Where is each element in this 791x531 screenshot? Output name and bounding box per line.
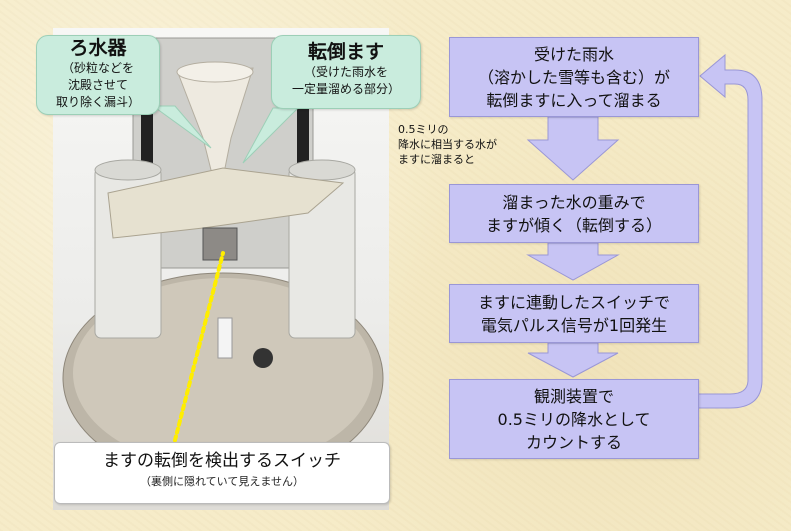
bucket-callout-line: 一定量溜める部分） xyxy=(291,82,400,96)
switch-caption-sub: （裏側に隠れていて見えません） xyxy=(139,475,304,488)
down-arrow-2 xyxy=(526,242,620,281)
bucket-callout-line: （受けた雨水を xyxy=(303,65,388,79)
flow-note: 0.5ミリの 降水に相当する水が ますに溜まると xyxy=(398,122,497,167)
flow-step-4: 観測装置で 0.5ミリの降水として カウントする xyxy=(449,379,699,459)
flow-note-line: 降水に相当する水が xyxy=(398,138,497,151)
flow-step-3-line: ますに連動したスイッチで xyxy=(477,292,670,312)
flow-step-3: ますに連動したスイッチで 電気パルス信号が1回発生 xyxy=(449,284,699,343)
bucket-callout-title: 転倒ます xyxy=(307,41,384,63)
flow-step-4-line: カウントする xyxy=(525,432,622,452)
filter-callout-line: （砂粒などを xyxy=(61,61,134,75)
flow-step-2-line: ますが傾く（転倒する） xyxy=(485,215,662,235)
filter-callout: ろ水器 （砂粒などを 沈殿させて 取り除く漏斗） xyxy=(36,35,160,115)
flow-step-2: 溜まった水の重みで ますが傾く（転倒する） xyxy=(449,184,699,243)
flow-note-line: ますに溜まると xyxy=(398,153,475,166)
level-dial xyxy=(253,348,273,368)
flow-step-1-line: 転倒ますに入って溜まる xyxy=(486,90,662,110)
switch-box xyxy=(202,227,238,261)
flow-note-line: 0.5ミリの xyxy=(398,123,449,136)
down-arrow-3 xyxy=(527,342,619,378)
tipping-bucket xyxy=(107,167,345,239)
flow-step-1-line: （溶かした雪等も含む）が xyxy=(477,67,670,87)
flow-step-1-line: 受けた雨水 xyxy=(533,44,614,64)
flow-step-2-line: 溜まった水の重みで xyxy=(502,192,646,212)
flow-step-4-line: 0.5ミリの降水として xyxy=(497,409,651,429)
flow-step-1: 受けた雨水 （溶かした雪等も含む）が 転倒ますに入って溜まる xyxy=(449,37,699,117)
bucket-callout: 転倒ます （受けた雨水を 一定量溜める部分） xyxy=(271,35,421,109)
filter-callout-line: 沈殿させて xyxy=(67,78,128,92)
filter-callout-title: ろ水器 xyxy=(69,37,127,59)
switch-caption: ますの転倒を検出するスイッチ （裏側に隠れていて見えません） xyxy=(54,442,390,504)
left-cylinder-top xyxy=(94,159,162,181)
switch-caption-main: ますの転倒を検出するスイッチ xyxy=(103,451,341,471)
switch-pointer-dots xyxy=(171,251,225,450)
filter-callout-tail xyxy=(151,105,212,149)
down-arrow-1 xyxy=(526,116,620,181)
flow-step-4-line: 観測装置で xyxy=(533,386,614,406)
loop-back-arrow xyxy=(697,53,763,409)
flow-step-3-line: 電気パルス信号が1回発生 xyxy=(480,315,668,335)
filter-callout-line: 取り除く漏斗） xyxy=(55,95,140,109)
funnel-rim xyxy=(176,61,254,83)
white-clip xyxy=(217,317,233,359)
